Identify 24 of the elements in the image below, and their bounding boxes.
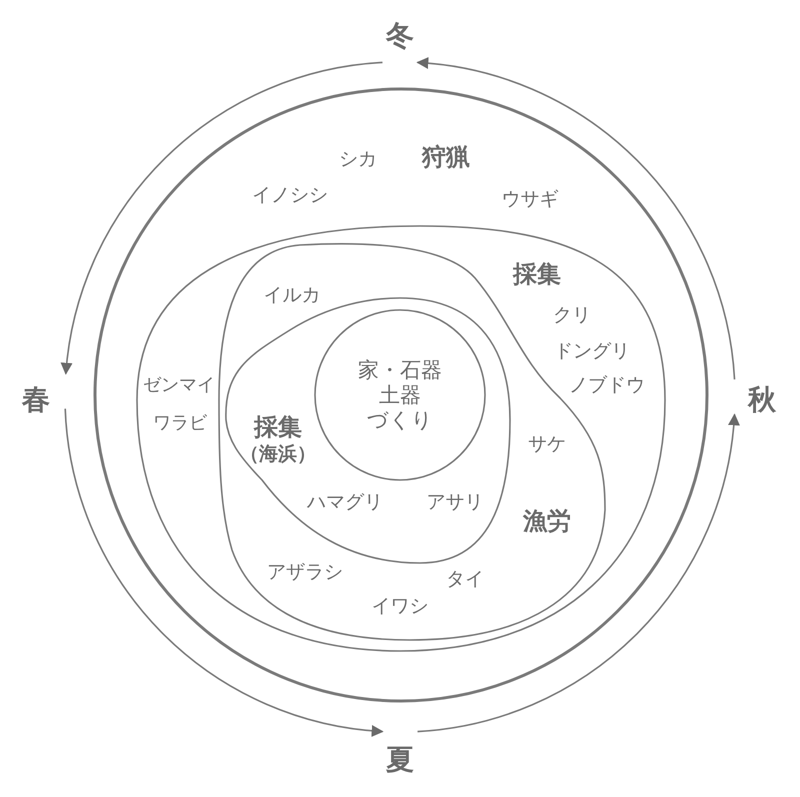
season-label: 夏 bbox=[386, 742, 414, 778]
item-label: アザラシ bbox=[267, 562, 343, 584]
region-title: 採集 bbox=[513, 261, 561, 289]
region-title: 採集（海浜） bbox=[240, 414, 316, 466]
item-label: ドングリ bbox=[554, 341, 630, 363]
item-label: シカ bbox=[339, 149, 377, 171]
item-label: サケ bbox=[528, 434, 566, 456]
item-label: イワシ bbox=[372, 596, 428, 618]
item-label: アサリ bbox=[426, 492, 484, 514]
season-label: 冬 bbox=[386, 18, 414, 54]
season-label: 秋 bbox=[748, 382, 776, 418]
item-label: クリ bbox=[553, 305, 591, 327]
item-label: ゼンマイ bbox=[143, 376, 215, 396]
center-label: 家・石器土器づくり bbox=[358, 358, 442, 434]
item-label: ワラビ bbox=[153, 414, 207, 434]
region-title: 漁労 bbox=[523, 508, 571, 536]
item-label: イルカ bbox=[264, 285, 320, 307]
item-label: ハマグリ bbox=[307, 492, 383, 514]
season-label: 春 bbox=[22, 382, 50, 418]
item-label: イノシシ bbox=[252, 185, 328, 207]
item-label: ウサギ bbox=[502, 189, 558, 211]
item-label: タイ bbox=[446, 569, 484, 591]
region-title: 狩猟 bbox=[422, 144, 470, 172]
item-label: ノブドウ bbox=[569, 375, 645, 397]
